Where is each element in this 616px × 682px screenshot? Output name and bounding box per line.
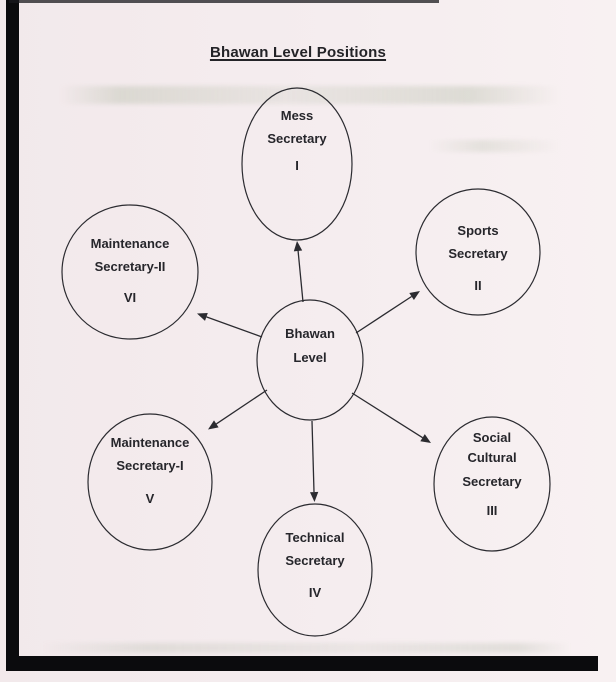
arrow-center-to-maintenance-2-line	[206, 316, 263, 338]
node-maintenance-secretary-1-line1: Maintenance	[111, 435, 190, 450]
arrow-center-to-sports	[355, 291, 420, 334]
node-maintenance-secretary-1-line2: Secretary-I	[116, 458, 183, 473]
node-sports-secretary-line1: Sports	[457, 223, 498, 238]
node-maintenance-secretary-2-numeral: VI	[124, 290, 136, 305]
node-sports-secretary-line2: Secretary	[448, 246, 508, 261]
page-title: Bhawan Level Positions	[209, 44, 387, 61]
node-sports-secretary-numeral: II	[474, 278, 481, 293]
node-technical-secretary-numeral: IV	[309, 585, 322, 600]
node-maintenance-secretary-1: Maintenance Secretary-I V	[87, 413, 213, 551]
arrow-center-to-sports-head	[409, 291, 420, 300]
node-technical-secretary-ellipse	[257, 503, 373, 637]
node-maintenance-secretary-2: Maintenance Secretary-II VI	[61, 204, 199, 340]
node-technical-secretary-line1: Technical	[285, 530, 344, 545]
node-bhawan-level-ellipse	[256, 299, 364, 421]
node-maintenance-secretary-2-line1: Maintenance	[91, 236, 170, 251]
arrow-center-to-technical-line	[311, 420, 315, 493]
arrow-center-to-social-cultural-head	[420, 434, 431, 443]
node-maintenance-secretary-2-ellipse	[61, 204, 199, 340]
node-social-cultural-secretary-ellipse	[433, 416, 551, 552]
node-bhawan-level-label-line2: Level	[293, 350, 326, 365]
arrow-center-to-maintenance-1-line	[215, 389, 268, 425]
node-mess-secretary-line1: Mess	[281, 108, 314, 123]
arrow-center-to-technical	[310, 420, 319, 502]
arrow-center-to-technical-head	[310, 491, 319, 502]
node-social-cultural-secretary-numeral: III	[487, 503, 498, 518]
arrow-center-to-mess-line	[297, 249, 304, 303]
scan-edge-left	[6, 0, 19, 670]
node-mess-secretary-ellipse	[241, 87, 353, 241]
node-maintenance-secretary-1-ellipse	[87, 413, 213, 551]
scan-edge-top	[9, 0, 439, 3]
node-social-cultural-secretary-line3: Secretary	[462, 474, 522, 489]
node-mess-secretary-numeral: I	[295, 158, 299, 173]
node-sports-secretary-ellipse	[415, 188, 541, 316]
node-social-cultural-secretary-line1: Social	[473, 430, 511, 445]
arrow-center-to-mess	[293, 241, 304, 303]
node-technical-secretary-line2: Secretary	[285, 553, 345, 568]
arrow-center-to-mess-head	[293, 241, 303, 252]
node-mess-secretary-line2: Secretary	[267, 131, 327, 146]
arrow-center-to-maintenance-2	[197, 313, 263, 338]
node-maintenance-secretary-1-numeral: V	[146, 491, 155, 506]
node-technical-secretary: Technical Secretary IV	[257, 503, 373, 637]
arrow-center-to-maintenance-1	[208, 389, 268, 430]
node-bhawan-level: Bhawan Level	[256, 299, 364, 421]
node-bhawan-level-label-line1: Bhawan	[285, 326, 335, 341]
arrow-center-to-maintenance-2-head	[197, 313, 208, 321]
arrow-center-to-social-cultural-line	[351, 392, 423, 439]
node-social-cultural-secretary: Social Cultural Secretary III	[433, 416, 551, 552]
node-sports-secretary: Sports Secretary II	[415, 188, 541, 316]
arrow-center-to-maintenance-1-head	[208, 420, 219, 430]
arrow-center-to-social-cultural	[351, 392, 431, 443]
node-maintenance-secretary-2-line2: Secretary-II	[95, 259, 166, 274]
node-mess-secretary: Mess Secretary I	[241, 87, 353, 241]
node-social-cultural-secretary-line2: Cultural	[467, 450, 516, 465]
scan-edge-bottom	[6, 656, 598, 671]
arrow-center-to-sports-line	[355, 295, 412, 334]
